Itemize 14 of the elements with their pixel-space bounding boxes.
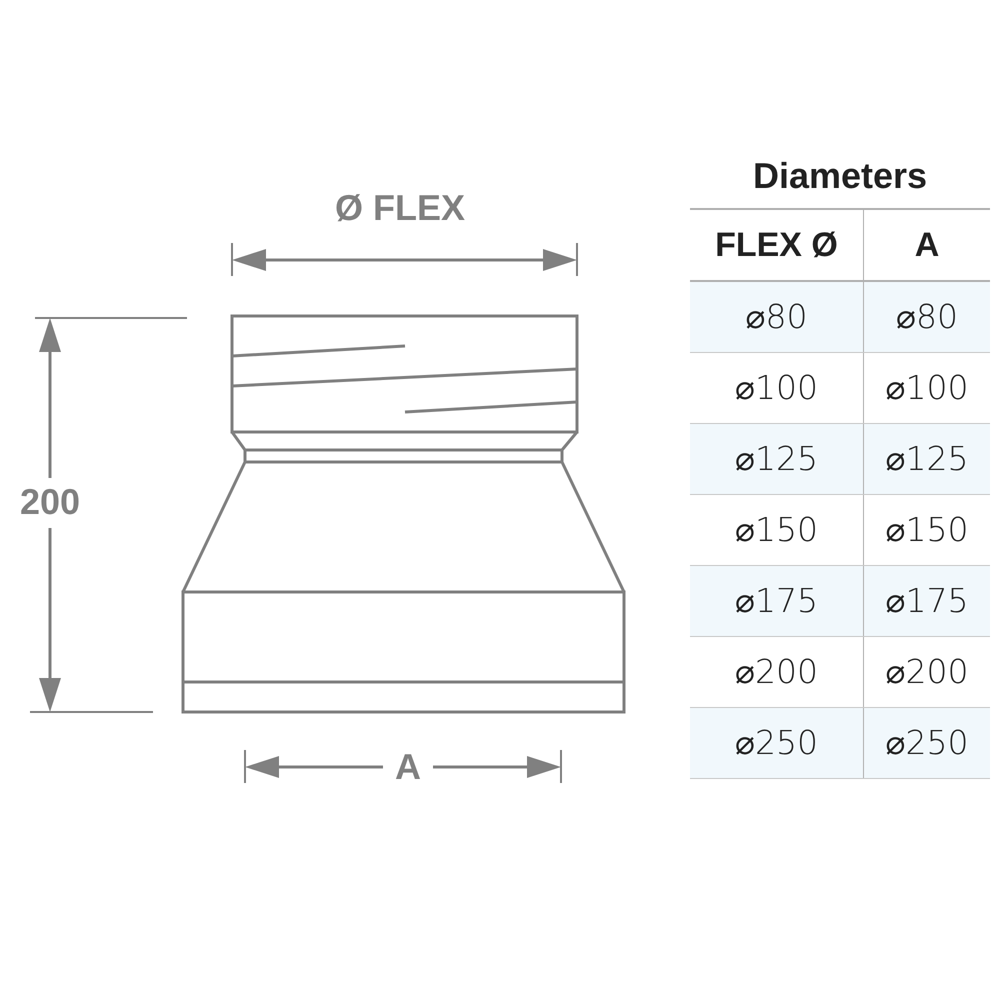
dimension-label: Ø FLEX [334, 190, 466, 226]
column-header: A [914, 224, 940, 266]
table-title: Diameters [752, 158, 928, 194]
dimension-label: A [394, 749, 422, 785]
table-cell: ⌀175 [864, 566, 990, 636]
dimension-label: 200 [18, 484, 82, 520]
table-cell: ⌀175 [690, 566, 864, 636]
table-cell: ⌀125 [864, 424, 990, 494]
table-cell: ⌀80 [864, 282, 990, 352]
table-cell: ⌀250 [690, 708, 864, 778]
table-cell: ⌀250 [864, 708, 990, 778]
column-header: FLEX Ø [690, 210, 864, 280]
table-cell: ⌀80 [690, 282, 864, 352]
table-cell: ⌀125 [690, 424, 864, 494]
